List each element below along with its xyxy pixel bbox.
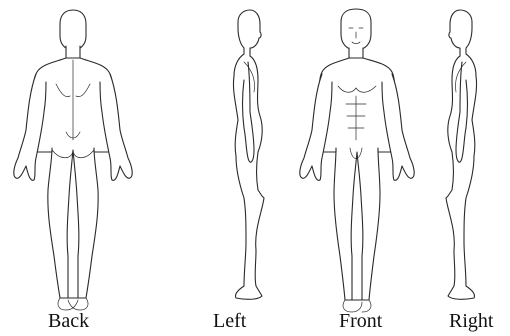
back-label: Back bbox=[48, 310, 89, 332]
front-view-figure bbox=[300, 9, 414, 312]
back-view-figure bbox=[14, 10, 132, 310]
front-label: Front bbox=[339, 310, 382, 332]
left-label: Left bbox=[213, 310, 246, 332]
right-view-figure bbox=[446, 10, 477, 299]
right-label: Right bbox=[449, 310, 493, 332]
left-view-figure bbox=[233, 10, 264, 299]
